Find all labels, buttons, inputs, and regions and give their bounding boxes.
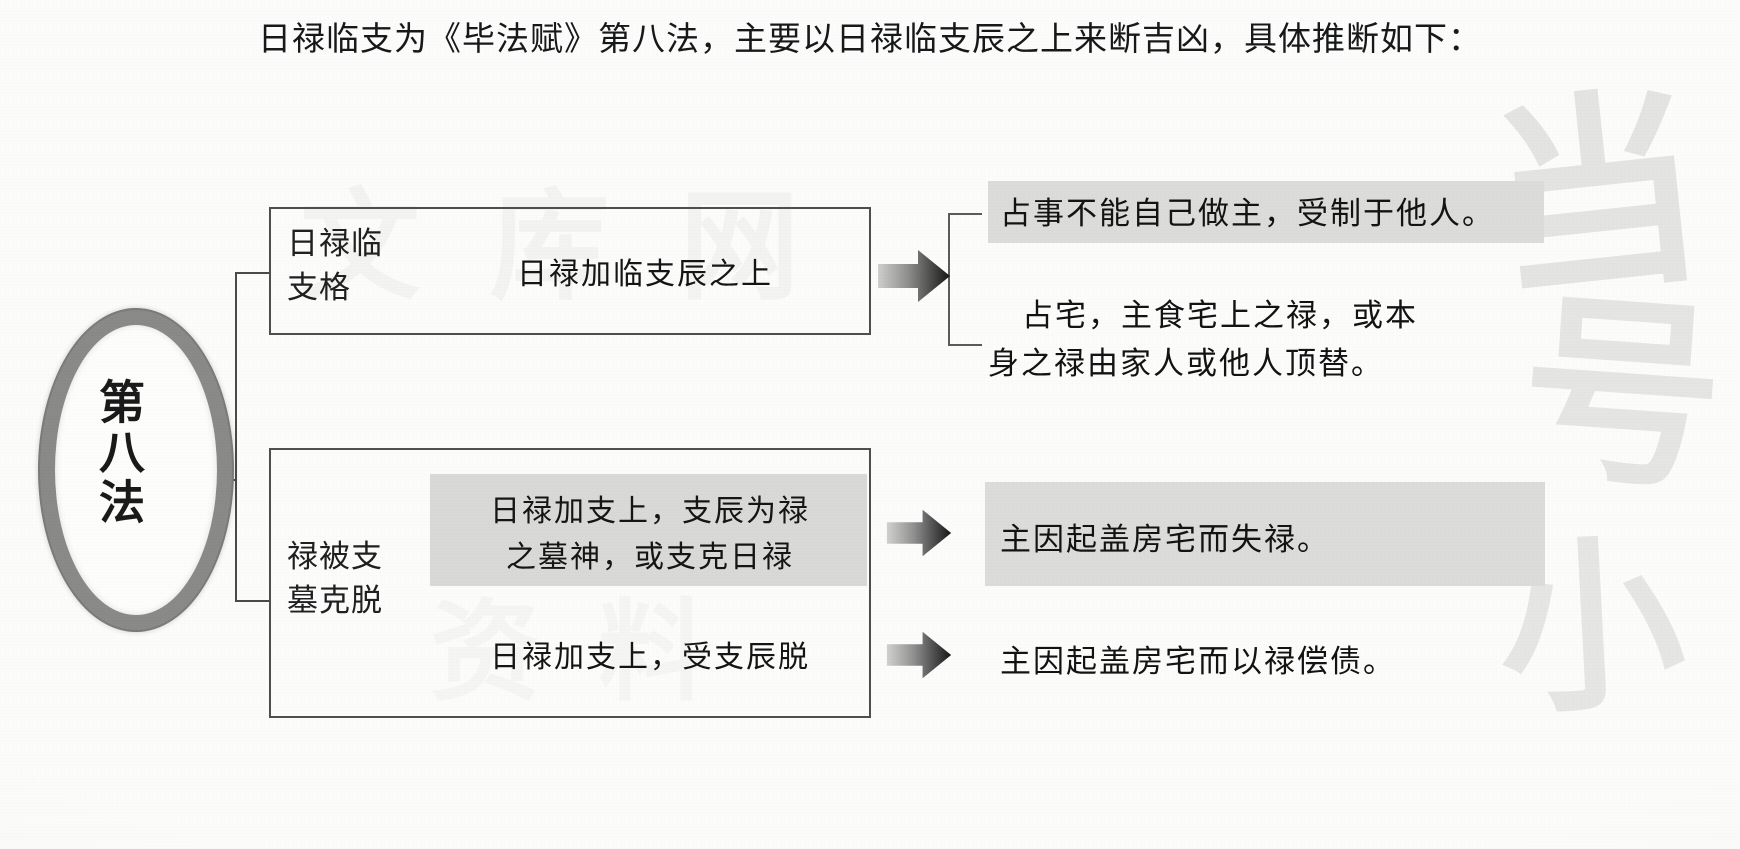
category-label-2-line-2: 墓克脱 <box>287 583 383 620</box>
block-arrow-right-icon-3 <box>884 630 954 680</box>
category-label-2: 禄被支 墓克脱 <box>287 535 419 623</box>
connector-result-spine-1 <box>948 213 950 345</box>
connector-to-result-1-2 <box>948 344 982 346</box>
connector-to-result-1-1 <box>948 213 982 215</box>
result-text-2-1-line-1: 主因起盖房宅而失禄。 <box>1000 522 1330 558</box>
connector-to-box-2 <box>235 600 270 602</box>
result-text-2-1: 主因起盖房宅而失禄。 <box>1000 516 1556 564</box>
row-text-2-1: 日禄加支上，支辰为禄 之墓神，或支克日禄 <box>440 489 860 580</box>
result-text-1-2: 占宅，主食宅上之禄，或本 身之禄由家人或他人顶替。 <box>988 292 1548 388</box>
result-text-1-2-line-1: 占宅，主食宅上之禄，或本 <box>1022 298 1418 334</box>
connector-root-spine <box>235 272 237 602</box>
row-text-1-1-line-1: 日禄加临支辰之上 <box>517 257 773 292</box>
row-shade-2-1 <box>430 474 867 586</box>
category-label-2-line-1: 禄被支 <box>287 539 383 575</box>
result-text-1-1: 占事不能自己做主，受制于他人。 <box>1000 190 1556 238</box>
result-shade-2-1 <box>985 482 1545 586</box>
row-text-2-1-line-2: 之墓神，或支克日禄 <box>506 539 794 575</box>
root-node-label: 第八法 <box>92 378 146 528</box>
result-text-1-2-line-2: 身之禄由家人或他人顶替。 <box>988 346 1384 383</box>
result-text-1-1-line-1: 占事不能自己做主，受制于他人。 <box>1000 196 1495 232</box>
category-label-1: 日禄临 支格 <box>287 222 419 310</box>
row-text-1-1: 日禄加临支辰之上 <box>440 252 850 298</box>
connector-to-box-1 <box>235 272 270 274</box>
result-text-2-2-line-1: 主因起盖房宅而以禄偿债。 <box>1000 644 1396 680</box>
category-box-2 <box>269 448 871 718</box>
result-shade-1-1 <box>988 181 1544 243</box>
category-label-1-line-1: 日禄临 <box>287 226 383 262</box>
block-arrow-right-icon-1 <box>878 248 950 304</box>
row-text-2-2: 日禄加支上，受支辰脱 <box>440 635 860 681</box>
row-text-2-1-line-1: 日禄加支上，支辰为禄 <box>490 494 810 529</box>
result-text-2-2: 主因起盖房宅而以禄偿债。 <box>1000 638 1560 686</box>
block-arrow-right-icon-2 <box>884 508 954 558</box>
category-box-1 <box>269 207 871 335</box>
row-text-2-2-line-1: 日禄加支上，受支辰脱 <box>490 640 810 675</box>
page-heading: 日禄临支为《毕法赋》第八法，主要以日禄临支辰之上来断吉凶，具体推断如下： <box>258 19 1482 58</box>
category-label-1-line-2: 支格 <box>287 270 351 307</box>
